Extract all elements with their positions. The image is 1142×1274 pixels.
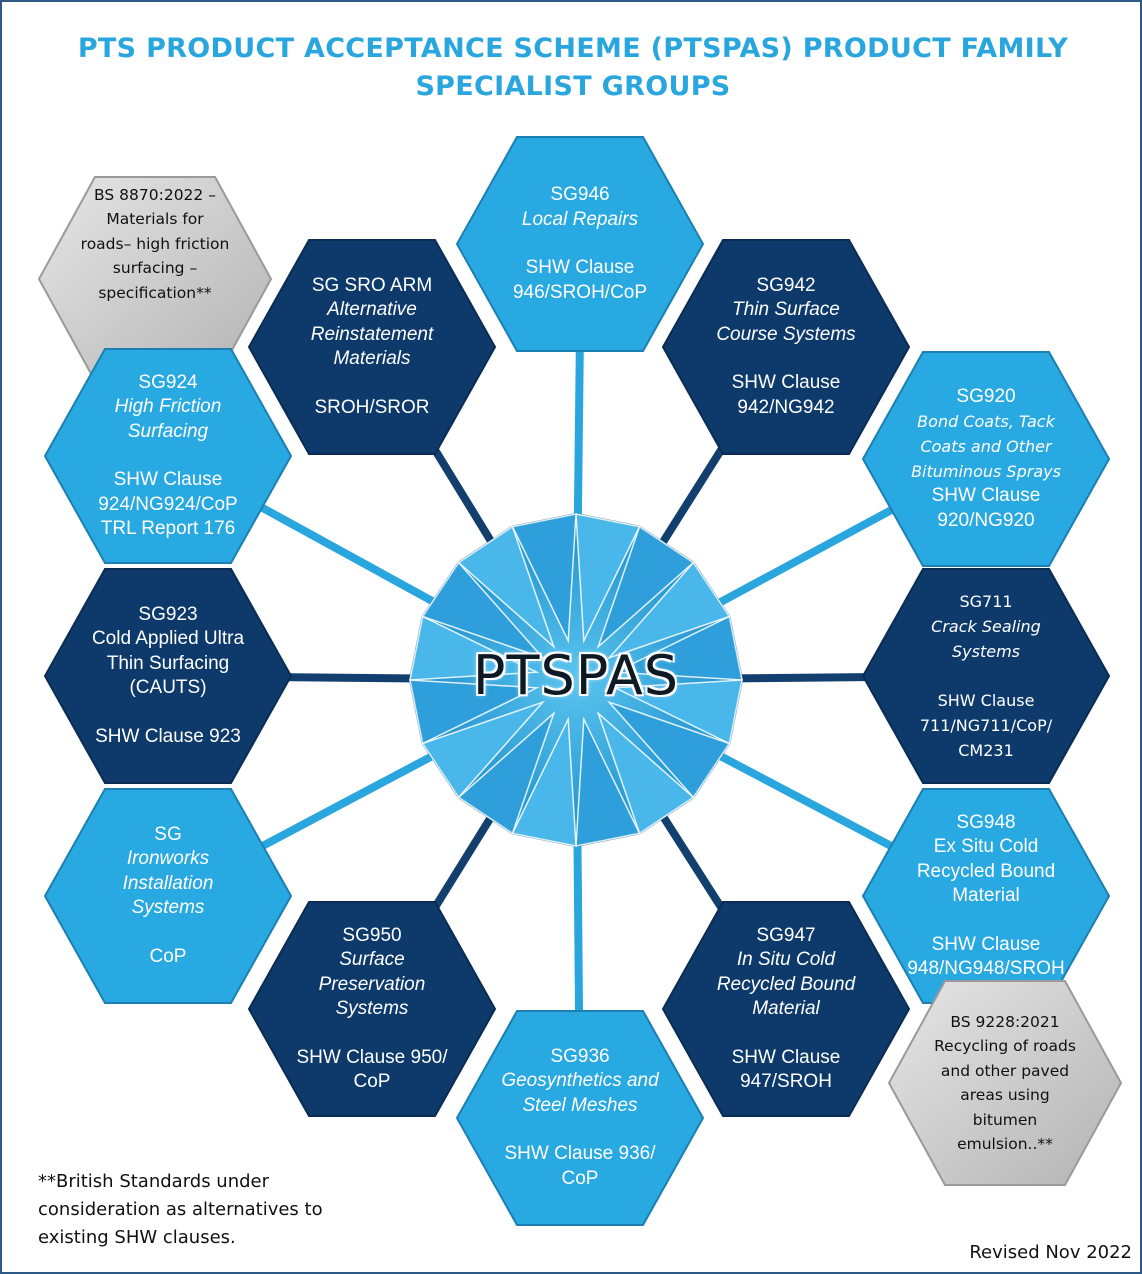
hex-sg923: SG923 Cold Applied Ultra Thin Surfacing … [43,567,293,785]
sg947-name: In Situ Cold Recycled Bound Material [716,949,856,1019]
sg920-name: Bond Coats, Tack Coats and Other Bitumin… [911,412,1061,482]
sg948-name: Ex Situ Cold Recycled Bound Material [916,836,1056,906]
hex-sg-ironworks-shape [43,788,293,1004]
sg924-ref: SHW Clause 924/NG924/CoP TRL Report 176 [98,469,238,539]
hex-sg942-shape [661,239,911,455]
hex-sg936-shape [455,1010,705,1226]
hex-sg924: SG924 High Friction Surfacing SHW Clause… [43,347,293,565]
hex-sg711-shape [861,568,1111,784]
sg-ironworks-ref: CoP [149,945,187,967]
sg936-ref: SHW Clause 936/ CoP [504,1143,656,1189]
revised-date: Revised Nov 2022 [969,1242,1132,1263]
sg946-ref: SHW Clause 946/SROH/CoP [512,257,648,303]
hub-facet [596,710,695,835]
hex-bs8870: BS 8870:2022 – Materials for roads– high… [37,175,273,383]
hub-facet [511,513,577,644]
sg950-name: Surface Preservation Systems [318,949,426,1019]
hub-facet [612,615,743,681]
sg950-code: SG950 [342,924,402,946]
sg-ironworks-code: SG [154,823,182,845]
hub-facet [457,525,556,650]
hub-facet [612,679,743,745]
sg942-ref: SHW Clause 942/NG942 [731,372,841,418]
hex-sg-sro-arm: SG SRO ARM Alternative Reinstatement Mat… [247,238,497,456]
ptspas-hub [408,512,744,848]
sg-sro-arm-code: SG SRO ARM [311,274,433,296]
sg-sro-arm-ref: SROH/SROR [314,396,430,418]
page-title: PTS PRODUCT ACCEPTANCE SCHEME (PTSPAS) P… [2,30,1140,106]
sg923-ref: SHW Clause 923 [95,725,241,747]
sg-sro-arm-name: Alternative Reinstatement Materials [310,299,434,370]
sg948-ref: SHW Clause 948/NG948/SROH [907,933,1065,980]
title-line-1: PTS PRODUCT ACCEPTANCE SCHEME (PTSPAS) P… [77,33,1069,64]
sg942-code: SG942 [756,274,816,296]
hub-facet [606,561,731,660]
hex-sg948: SG948 Ex Situ Cold Recycled Bound Materi… [861,787,1111,1005]
sg924-code: SG924 [138,371,198,393]
bs8870-text: BS 8870:2022 – Materials for roads– high… [80,185,230,302]
hex-sg946: SG946 Local Repairs SHW Clause 946/SROH/… [455,135,705,353]
hex-sg936: SG936 Geosynthetics and Steel Meshes SHW… [455,1009,705,1227]
hex-sg942: SG942 Thin Surface Course Systems SHW Cl… [661,238,911,456]
sg-ironworks-name: Ironworks Installation Systems [122,848,214,919]
hex-sg-ironworks: SG Ironworks Installation Systems CoP [43,787,293,1005]
hub-facet [409,679,540,745]
sg924-name: High Friction Surfacing [114,396,222,442]
sg946-code: SG946 [550,184,610,205]
hub-facet [511,716,577,847]
hub-facet [409,615,540,681]
hub-facet [457,710,556,835]
hex-sg950: SG950 Surface Preservation Systems SHW C… [247,900,497,1118]
hex-sg-sro-arm-shape [247,239,497,455]
title-line-2: SPECIALIST GROUPS [415,71,731,102]
hex-bs9228: BS 9228:2021 Recycling of roads and othe… [887,979,1123,1187]
sg923-code: SG923 [138,603,198,625]
bs9228-text: BS 9228:2021 Recycling of roads and othe… [934,1012,1076,1154]
hex-sg923-shape [43,568,293,784]
hex-bs9228-shape [887,980,1123,1186]
hex-sg711: SG711 Crack Sealing Systems SHW Clause 7… [861,567,1111,785]
hex-sg946-shape [455,136,705,352]
sg923-name: Cold Applied Ultra Thin Surfacing (CAUTS… [91,628,245,699]
sg950-ref: SHW Clause 950/ CoP [296,1046,448,1093]
sg920-code: SG920 [956,385,1016,407]
hex-sg920: SG920 Bond Coats, Tack Coats and Other B… [861,350,1111,568]
hex-sg947: SG947 In Situ Cold Recycled Bound Materi… [661,900,911,1118]
sg936-code: SG936 [550,1045,610,1067]
hub-facet [575,716,641,847]
hex-sg920-shape [861,351,1111,567]
sg711-code: SG711 [959,592,1013,611]
sg947-code: SG947 [756,924,816,946]
sg936-name: Geosynthetics and Steel Meshes [501,1070,659,1116]
hex-sg947-shape [661,901,911,1117]
hub-facet [596,525,695,650]
sg711-ref: SHW Clause 711/NG711/CoP/ CM231 [919,691,1053,760]
hub-facet [606,700,731,799]
sg942-name: Thin Surface Course Systems [716,299,856,345]
sg947-ref: SHW Clause 947/SROH [731,1046,841,1093]
footnote: **British Standards under consideration … [38,1171,323,1248]
hub-facet [421,700,546,799]
sg711-name: Crack Sealing Systems [931,617,1041,661]
hex-sg924-shape [43,348,293,564]
sg920-ref: SHW Clause 920/NG920 [931,485,1041,531]
sg948-code: SG948 [956,811,1016,833]
hub-label: PTSPAS [472,644,680,707]
hex-sg950-shape [247,901,497,1117]
hub-facet [421,561,546,660]
sg946-name: Local Repairs [521,208,639,230]
hub-facet [575,513,641,644]
